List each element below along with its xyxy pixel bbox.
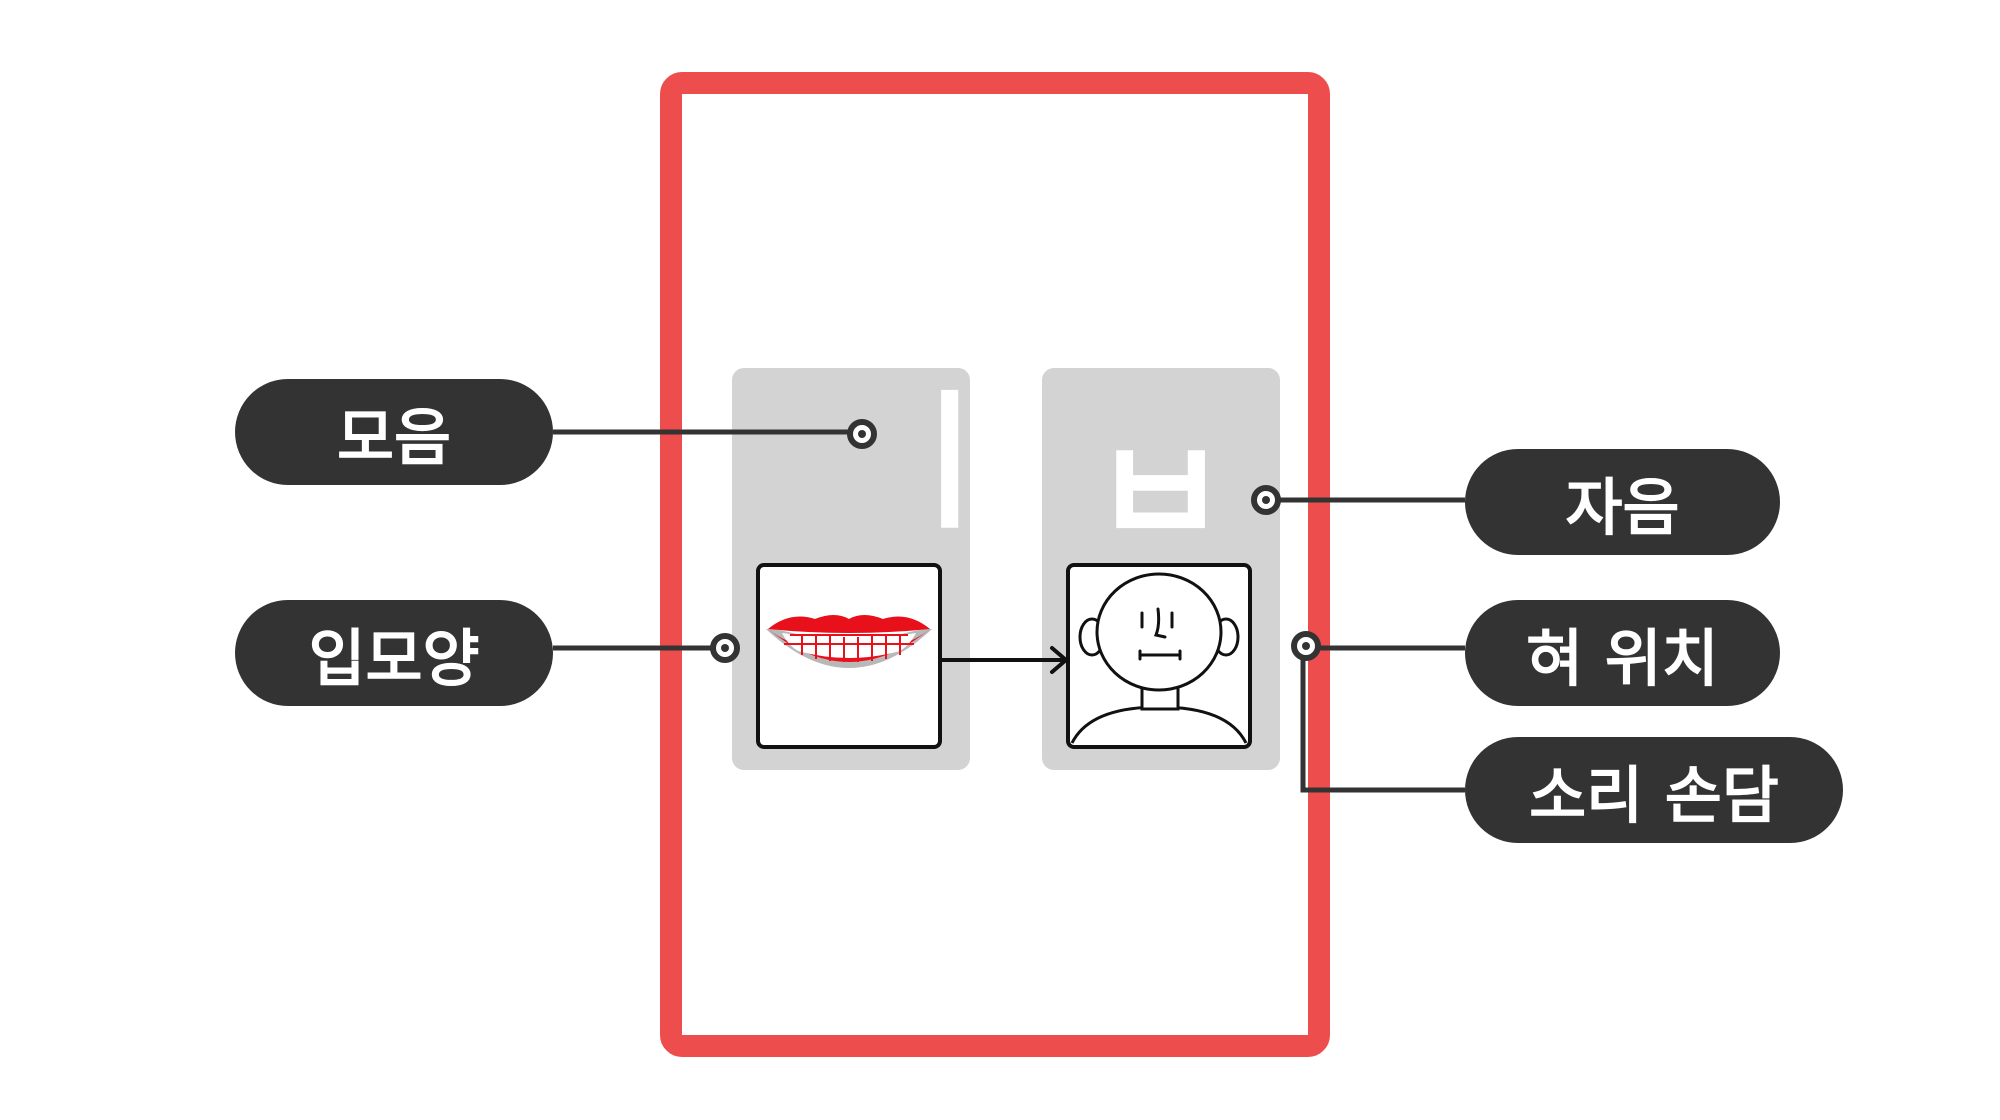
mouth-smile-icon	[766, 615, 932, 668]
vowel-label: 모음	[235, 379, 553, 485]
consonant-label: 자음	[1465, 449, 1780, 555]
consonant-glyph: ㅂ	[1090, 408, 1229, 582]
arrow-right-icon	[940, 646, 1068, 674]
tongue-position-card	[1066, 563, 1252, 749]
face-closed-mouth-icon	[1070, 572, 1248, 744]
mouth-shape-label: 입모양	[235, 600, 553, 706]
tongue-position-label: 혀 위치	[1465, 600, 1780, 706]
sound-hand-sign-label: 소리 손담	[1465, 737, 1843, 843]
mouth-shape-card	[756, 563, 942, 749]
